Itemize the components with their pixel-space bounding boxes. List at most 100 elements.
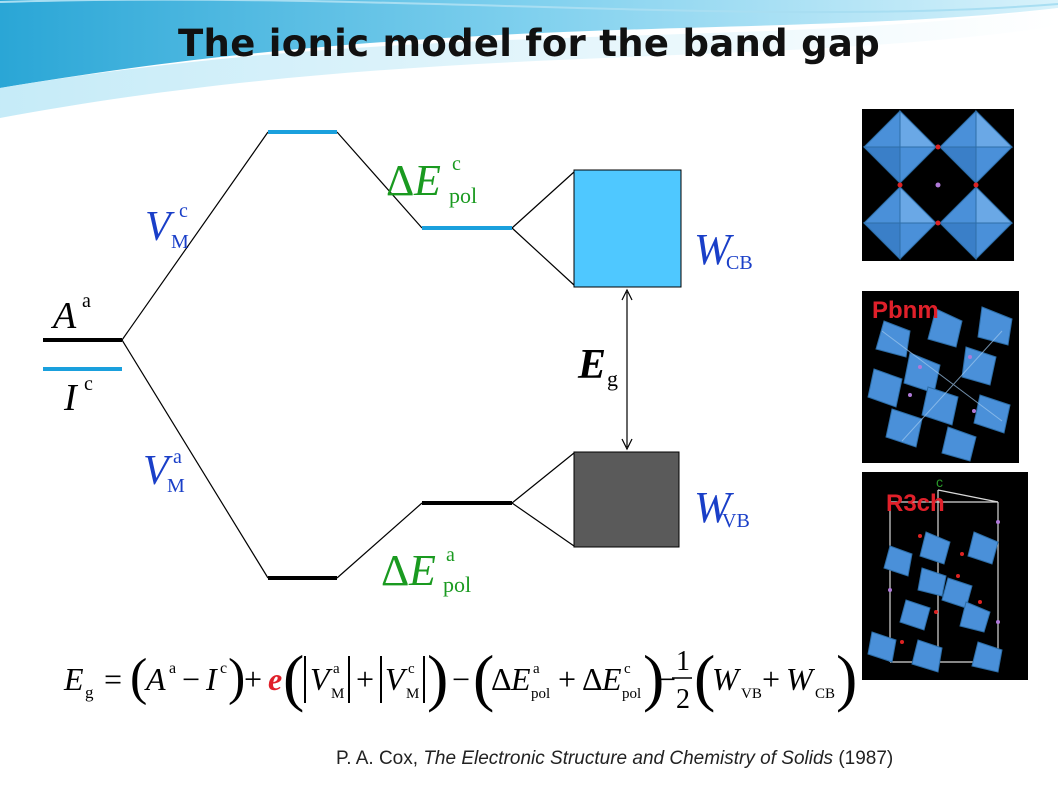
svg-text:−: − [182,661,200,697]
svg-text:CB: CB [726,252,753,274]
connector-lines [121,131,575,579]
polarization-anion-label: Δ E a pol [381,544,471,597]
svg-text:a: a [446,544,455,566]
svg-text:+: + [244,661,262,697]
structure-image-cubic [862,109,1014,261]
connector-line [511,227,575,286]
svg-text:W: W [694,483,734,532]
structure-label-pbnm: Pbnm [872,297,939,324]
svg-text:I: I [63,377,79,419]
citation: P. A. Cox, The Electronic Structure and … [336,748,893,770]
connector-line [121,339,269,579]
svg-text:E: E [413,156,441,205]
connector-line [121,131,269,341]
octahedra-icon [862,109,1014,261]
svg-text:(: ( [283,642,304,713]
svg-text:+: + [558,661,576,697]
svg-text:g: g [85,683,94,702]
citation-year: (1987) [833,748,894,769]
octahedra-icon [867,306,1013,462]
svg-text:a: a [173,446,182,468]
connector-line [511,452,575,504]
svg-text:): ) [643,642,664,713]
background-swoosh [0,0,1058,118]
svg-text:E: E [601,661,622,697]
valence-band [573,451,680,548]
connector-line [511,171,575,229]
svg-text:V: V [145,204,175,250]
svg-text:pol: pol [531,686,550,702]
anion-level-label: A a [50,290,91,337]
connector-line [336,502,423,579]
svg-text:A: A [50,295,77,337]
svg-text:M: M [331,686,344,702]
svg-text:c: c [220,660,227,677]
band-gap-arrow [621,288,633,451]
polarization-cation-label: Δ E c pol [386,153,477,208]
svg-text:E: E [577,342,606,388]
valence-band-label: W VB [694,483,750,532]
svg-text:Δ: Δ [582,661,603,697]
svg-text:Δ: Δ [491,661,512,697]
svg-text:): ) [228,649,245,706]
svg-text:E: E [63,661,84,697]
svg-text:pol: pol [449,183,477,208]
page-title: The ionic model for the band gap [178,22,880,65]
madelung-anion-label: V a M [143,446,185,497]
conduction-band-label: W CB [694,225,753,274]
svg-text:(: ( [130,649,147,706]
svg-text:Δ: Δ [381,546,409,595]
svg-text:V: V [143,448,173,494]
svg-text:c: c [452,153,461,175]
connector-line [336,131,423,229]
svg-text:M: M [171,231,189,253]
svg-text:V: V [385,661,408,697]
svg-text:a: a [333,661,340,677]
svg-text:=: = [104,661,122,697]
svg-text:): ) [836,642,857,713]
svg-text:pol: pol [443,572,471,597]
cation-level-label: I c [63,373,93,419]
svg-text:CB: CB [815,686,835,702]
structure-image-pbnm: Pbnm [862,291,1019,463]
madelung-cation-label: V c M [145,200,189,253]
svg-text:a: a [533,661,540,677]
svg-text:e: e [268,661,282,697]
svg-text:E: E [510,661,531,697]
svg-text:VB: VB [741,686,762,702]
band-gap-label: E g [577,342,618,391]
svg-text:a: a [169,660,176,677]
svg-text:+: + [356,661,374,697]
svg-text:g: g [607,366,618,391]
svg-text:pol: pol [622,686,641,702]
svg-text:c: c [84,373,93,395]
connector-line [511,502,575,547]
svg-text:VB: VB [722,510,750,532]
svg-text:c: c [408,661,415,677]
svg-text:M: M [406,686,419,702]
svg-text:E: E [408,546,436,595]
svg-text:−: − [658,661,676,697]
svg-text:V: V [310,661,333,697]
svg-text:+: + [762,661,780,697]
svg-text:I: I [205,661,218,697]
svg-text:): ) [427,642,448,713]
svg-text:a: a [82,290,91,312]
axis-label-c: c [936,474,943,490]
octahedra-icon [867,489,1003,673]
citation-author: P. A. Cox, [336,748,424,769]
svg-text:A: A [144,661,166,697]
band-gap-equation: E g = ( A a − I c ) + e ( V a M + V c M … [63,642,857,715]
svg-text:c: c [179,200,188,222]
svg-text:(: ( [473,642,494,713]
structure-label-r3ch: R3ch [886,490,945,517]
svg-text:M: M [167,475,185,497]
svg-text:c: c [624,661,631,677]
svg-text:Δ: Δ [386,156,414,205]
svg-text:2: 2 [676,684,690,715]
citation-book-title: The Electronic Structure and Chemistry o… [423,748,834,769]
structure-image-r3ch: R3ch c [862,472,1028,680]
svg-text:1: 1 [676,646,690,677]
conduction-band [573,169,682,288]
